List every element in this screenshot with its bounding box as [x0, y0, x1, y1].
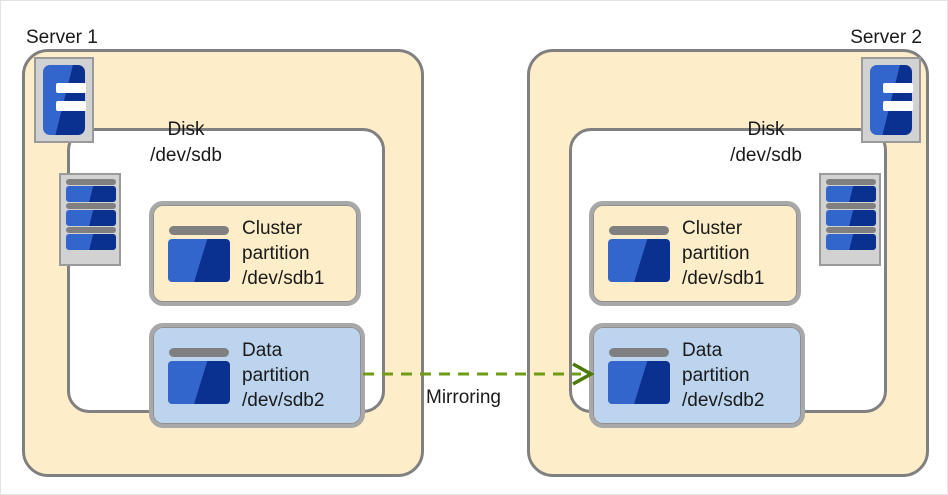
disk-stack-bar: [826, 227, 876, 233]
server-1-cluster-partition-box: Cluster partition /dev/sdb1: [149, 201, 361, 306]
server-2-data-partition-text: Data partition /dev/sdb2: [682, 338, 764, 414]
server-1-disk-caption-line1: Disk: [167, 119, 205, 140]
partition-card-icon: [608, 225, 670, 282]
server-2-data-partition-box: Data partition /dev/sdb2: [589, 323, 805, 428]
partition-line-1: Data: [682, 339, 723, 361]
server-1-data-partition-box: Data partition /dev/sdb2: [149, 323, 365, 428]
disk-stack-block: [66, 234, 116, 250]
disk-stack-bar: [826, 179, 876, 185]
server-1-disk-caption: Disk /dev/sdb: [106, 117, 266, 169]
disk-stack-block: [826, 234, 876, 250]
partition-card-body: [608, 360, 670, 404]
server-1-data-partition-text: Data partition /dev/sdb2: [242, 338, 324, 414]
disk-stack-unit: [66, 227, 116, 250]
server-2-disk-caption: Disk /dev/sdb: [686, 117, 846, 169]
partition-card-bar: [169, 347, 229, 357]
disk-stack-unit: [826, 179, 876, 202]
partition-line-1: Cluster: [682, 217, 743, 239]
server-tower-body: [43, 65, 86, 135]
server-1-cluster-partition-text: Cluster partition /dev/sdb1: [242, 216, 324, 292]
partition-card-icon: [168, 347, 230, 404]
server-tower-slot-1: [56, 83, 86, 93]
disk-stack-bar: [66, 227, 116, 233]
disk-stack-icon: [59, 173, 121, 266]
partition-inner: Cluster partition /dev/sdb1: [593, 205, 797, 302]
disk-stack-unit: [66, 179, 116, 202]
partition-line-3: /dev/sdb2: [682, 390, 765, 412]
disk-stack-block: [826, 210, 876, 226]
disk-stack-bar: [66, 179, 116, 185]
disk-stack-unit: [826, 203, 876, 226]
server-1-disk-caption-line2: /dev/sdb: [150, 145, 222, 167]
disk-stack-bar: [826, 203, 876, 209]
disk-stack-bar: [66, 203, 116, 209]
partition-line-3: /dev/sdb1: [242, 268, 325, 290]
partition-line-1: Data: [242, 339, 283, 361]
server-2-label: Server 2: [850, 27, 922, 48]
server-2-cluster-partition-text: Cluster partition /dev/sdb1: [682, 216, 764, 292]
disk-stack-block: [826, 186, 876, 202]
mirroring-arrow-head: [572, 362, 595, 386]
partition-line-2: partition: [242, 242, 310, 264]
partition-card-body: [168, 360, 230, 404]
server-1-label: Server 1: [26, 27, 98, 48]
disk-stack-unit: [66, 203, 116, 226]
partition-line-3: /dev/sdb1: [682, 268, 765, 290]
server-tower-slot-1: [883, 83, 913, 93]
partition-inner: Data partition /dev/sdb2: [153, 327, 361, 424]
partition-line-1: Cluster: [242, 217, 303, 239]
mirroring-arrow-icon: [363, 362, 595, 386]
server-tower-slot-2: [56, 101, 86, 111]
disk-stack-block: [66, 186, 116, 202]
partition-card-icon: [608, 347, 670, 404]
partition-card-bar: [169, 225, 229, 235]
disk-stack-block: [66, 210, 116, 226]
server-tower-icon: [34, 57, 94, 143]
server-2-disk-caption-line2: /dev/sdb: [730, 145, 802, 167]
disk-stack-icon: [819, 173, 881, 266]
partition-inner: Data partition /dev/sdb2: [593, 327, 801, 424]
server-2-disk-caption-line1: Disk: [747, 119, 785, 140]
server-tower-icon: [861, 57, 921, 143]
partition-line-2: partition: [682, 242, 750, 264]
partition-line-3: /dev/sdb2: [242, 390, 325, 412]
partition-card-icon: [168, 225, 230, 282]
server-2-cluster-partition-box: Cluster partition /dev/sdb1: [589, 201, 801, 306]
disk-stack-unit: [826, 227, 876, 250]
server-tower-body: [870, 65, 913, 135]
mirroring-label: Mirroring: [426, 387, 501, 408]
partition-card-body: [608, 238, 670, 282]
partition-line-2: partition: [242, 364, 310, 386]
partition-line-2: partition: [682, 364, 750, 386]
partition-card-bar: [609, 347, 669, 357]
partition-card-bar: [609, 225, 669, 235]
server-tower-slot-2: [883, 101, 913, 111]
partition-inner: Cluster partition /dev/sdb1: [153, 205, 357, 302]
partition-card-body: [168, 238, 230, 282]
